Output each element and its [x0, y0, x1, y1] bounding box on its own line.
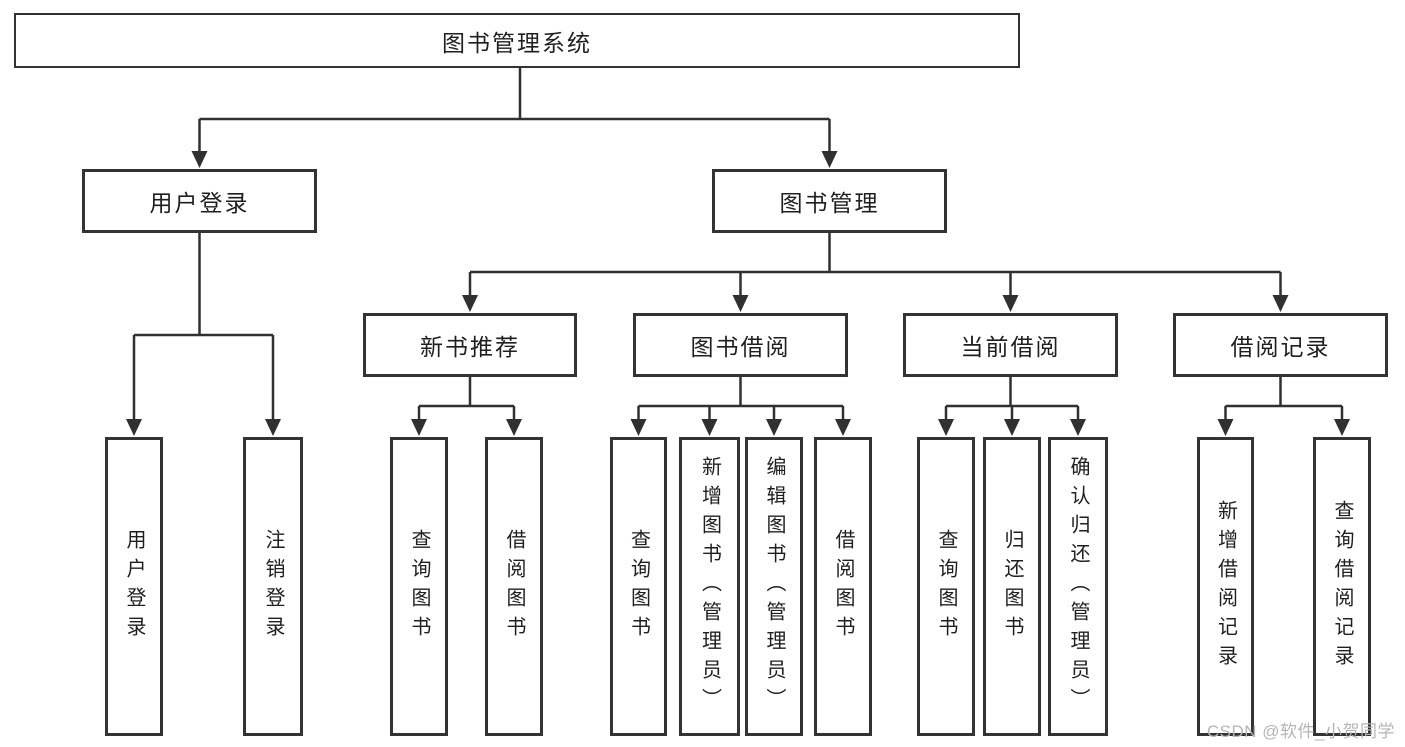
node-borrowing-records: 借阅记录 [1173, 313, 1388, 377]
connector-line [638, 377, 843, 408]
arrow-down-icon [126, 419, 142, 436]
arrow-down-icon [411, 419, 427, 436]
leaf-add-book-admin: 新增图书（管理员） [679, 437, 740, 736]
leaf-confirm-return-admin: 确认归还（管理员） [1048, 437, 1108, 736]
leaf-query-books-borrowing: 查询图书 [610, 437, 667, 736]
connector-line [1225, 377, 1342, 408]
arrow-down-icon [766, 419, 782, 436]
arrow-down-icon [1272, 295, 1289, 312]
leaf-return-books: 归还图书 [983, 437, 1041, 736]
leaf-logout: 注销登录 [243, 437, 303, 736]
csdn-watermark: CSDN @软件_小贺同学 [1206, 722, 1395, 741]
node-book-management: 图书管理 [712, 169, 947, 233]
leaf-query-books-current: 查询图书 [917, 437, 975, 736]
arrow-down-icon [732, 295, 749, 312]
node-book-borrowing: 图书借阅 [633, 313, 848, 377]
arrow-down-icon [462, 295, 478, 312]
leaf-user-login: 用户登录 [105, 437, 163, 736]
connector-line [199, 68, 830, 121]
connector-line [134, 233, 273, 337]
leaf-borrow-books-borrowing: 借阅图书 [814, 437, 872, 736]
arrow-down-icon [506, 419, 522, 436]
leaf-add-borrow-record: 新增借阅记录 [1197, 437, 1254, 736]
arrow-down-icon [1004, 419, 1020, 436]
arrow-down-icon [821, 151, 838, 168]
arrow-down-icon [191, 151, 208, 168]
arrow-down-icon [1002, 295, 1019, 312]
arrow-down-icon [1334, 419, 1350, 436]
connector-line [946, 377, 1078, 408]
leaf-query-books-recommend: 查询图书 [390, 437, 448, 736]
node-new-book-recommendation: 新书推荐 [363, 313, 577, 377]
arrow-down-icon [1070, 419, 1086, 436]
node-root-system: 图书管理系统 [14, 13, 1020, 68]
arrow-down-icon [265, 419, 281, 436]
node-current-borrowing: 当前借阅 [903, 313, 1118, 377]
arrow-down-icon [1217, 419, 1234, 436]
leaf-query-borrow-record: 查询借阅记录 [1313, 437, 1371, 736]
arrow-down-icon [701, 419, 718, 436]
leaf-borrow-books-recommend: 借阅图书 [485, 437, 543, 736]
arrow-down-icon [938, 419, 954, 436]
node-user-login: 用户登录 [82, 169, 317, 233]
leaf-edit-book-admin: 编辑图书（管理员） [745, 437, 803, 736]
connector-line [470, 233, 1281, 274]
arrow-down-icon [835, 419, 851, 436]
connector-line [419, 377, 514, 408]
arrow-down-icon [630, 419, 647, 436]
